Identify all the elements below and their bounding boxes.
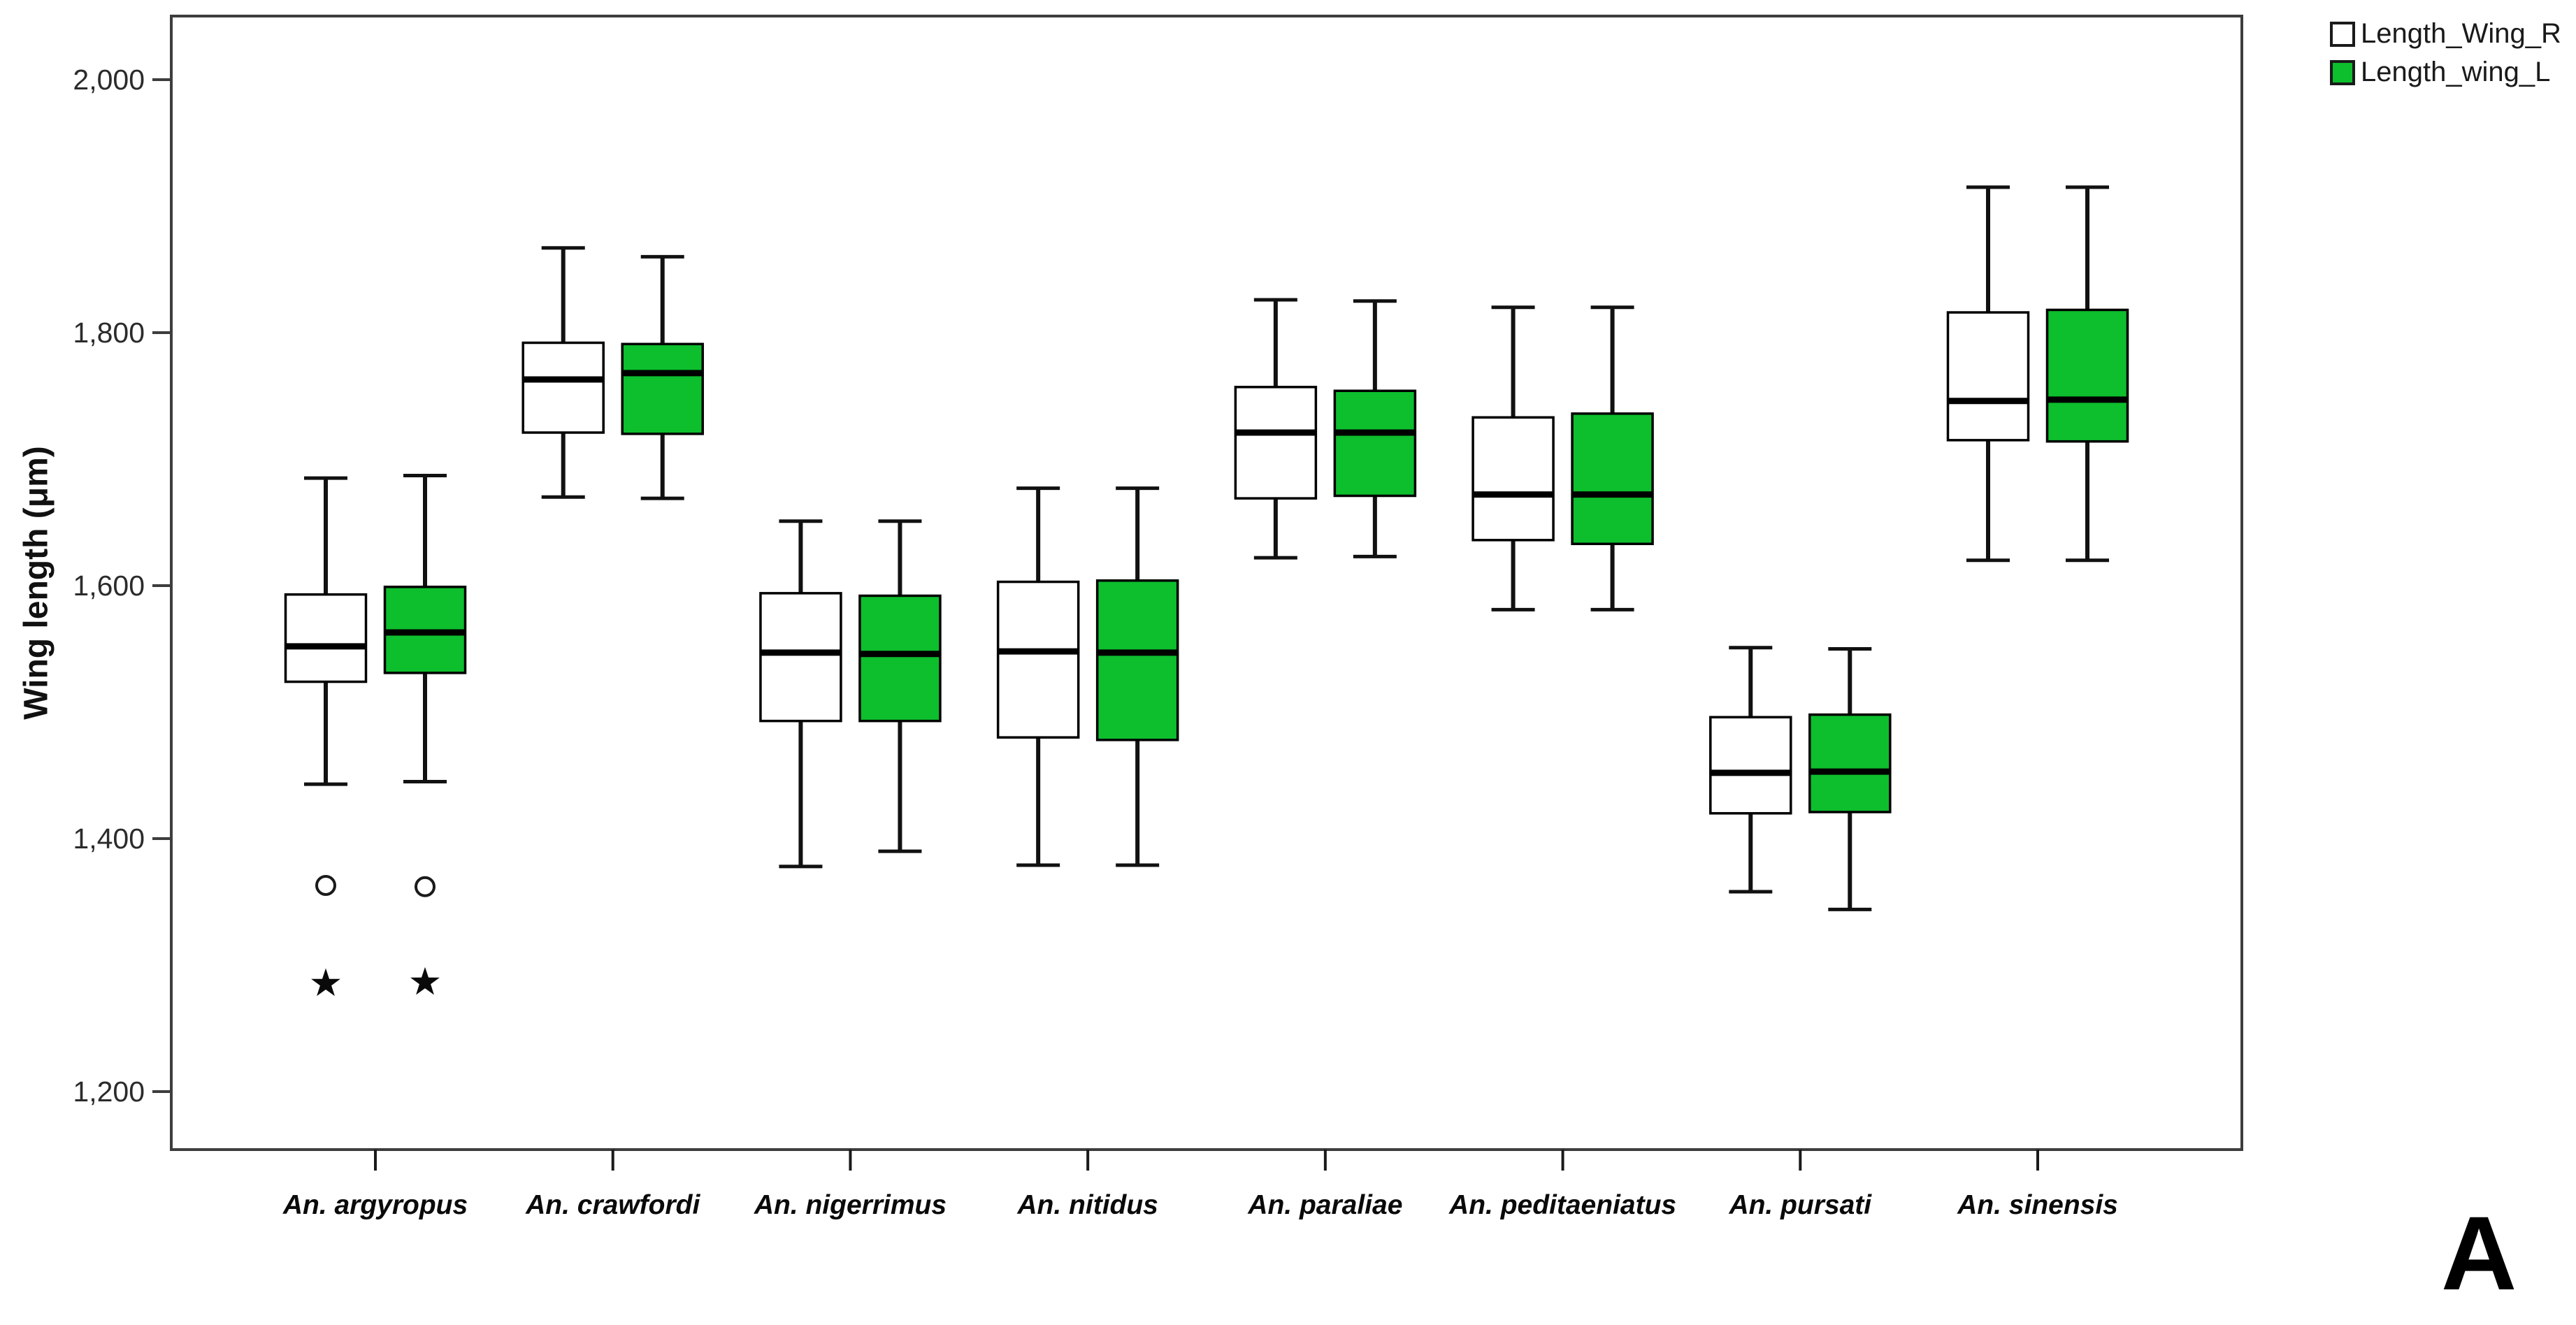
x-tick-label: An. sinensis xyxy=(1957,1190,2118,1220)
box-right-wing xyxy=(284,593,368,683)
x-tick-label: An. nitidus xyxy=(1016,1190,1158,1220)
box-left-wing xyxy=(1571,412,1654,546)
box-right-wing xyxy=(521,341,605,434)
box-left-wing xyxy=(621,342,704,435)
box-right-wing xyxy=(1234,386,1318,500)
outlier-circle xyxy=(415,876,436,897)
box-right-wing xyxy=(1946,311,2030,442)
y-tick-label: 1,200 xyxy=(73,1076,145,1108)
y-tick-label: 2,000 xyxy=(73,64,145,96)
legend-item-left-wing: Length_wing_L xyxy=(2330,57,2561,88)
y-tick-label: 1,800 xyxy=(73,317,145,349)
box-right-wing xyxy=(759,592,842,723)
x-tick-label: An. paraliae xyxy=(1247,1190,1402,1220)
x-tick-label: An. peditaeniatus xyxy=(1448,1190,1676,1220)
x-tick-label: An. argyropus xyxy=(282,1190,468,1220)
y-axis-title: Wing length (μm) xyxy=(17,446,55,720)
legend: Length_Wing_R Length_wing_L xyxy=(2330,18,2561,88)
box-right-wing xyxy=(996,580,1080,739)
legend-label: Length_Wing_R xyxy=(2361,18,2561,49)
y-tick-label: 1,400 xyxy=(73,823,145,855)
box-left-wing xyxy=(1095,579,1179,741)
box-left-wing xyxy=(2045,308,2129,443)
legend-swatch-white xyxy=(2330,21,2355,47)
plot-frame xyxy=(170,15,2243,1151)
box-right-wing xyxy=(1472,416,1555,542)
extreme-outlier-star xyxy=(410,966,440,995)
panel-letter-label: A xyxy=(2441,1194,2517,1312)
y-tick-label: 1,600 xyxy=(73,570,145,602)
extreme-outlier-star xyxy=(311,968,340,997)
box-left-wing xyxy=(858,594,942,723)
box-left-wing xyxy=(1333,389,1417,498)
legend-item-right-wing: Length_Wing_R xyxy=(2330,18,2561,50)
x-tick-label: An. crawfordi xyxy=(525,1190,700,1220)
legend-swatch-green xyxy=(2330,59,2355,85)
box-left-wing xyxy=(1808,713,1892,813)
outlier-circle xyxy=(315,874,336,896)
x-tick-label: An. pursati xyxy=(1728,1190,1872,1220)
box-right-wing xyxy=(1709,716,1792,815)
x-tick-label: An. nigerrimus xyxy=(754,1190,947,1220)
legend-label: Length_wing_L xyxy=(2361,57,2551,87)
